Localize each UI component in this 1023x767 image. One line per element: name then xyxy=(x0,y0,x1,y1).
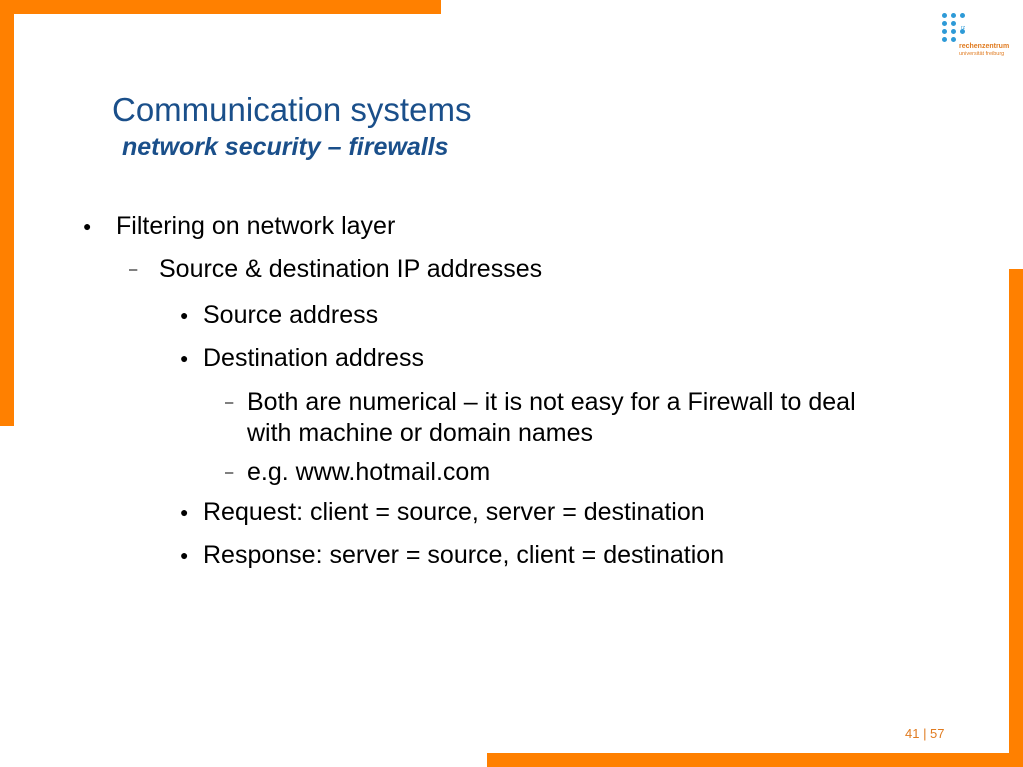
bullet-level3-response: Response: server = source, client = dest… xyxy=(203,541,725,569)
bullet-level3-destination: Destination address xyxy=(203,344,424,372)
logo-dot-icon xyxy=(942,37,947,42)
dash-marker-icon: – xyxy=(225,394,234,411)
bullet-dot-icon: ● xyxy=(180,547,189,563)
bullet-dot-icon: ● xyxy=(180,307,189,323)
logo-dot-icon xyxy=(951,37,956,42)
bullet-dot-icon: ● xyxy=(180,350,189,366)
logo-badge: rz xyxy=(961,25,966,31)
frame-bar-top xyxy=(0,0,441,14)
bullet-level2: Source & destination IP addresses xyxy=(159,255,543,283)
logo-dot-icon xyxy=(960,29,965,34)
slide-subtitle: network security – firewalls xyxy=(122,133,449,161)
logo-dot-icon xyxy=(960,13,965,18)
logo-dot-icon xyxy=(951,13,956,18)
bullet-level1: Filtering on network layer xyxy=(116,212,396,240)
slide-title: Communication systems xyxy=(112,91,472,128)
bullet-level4-numerical-cont: with machine or domain names xyxy=(247,419,593,447)
dash-marker-icon: – xyxy=(129,261,138,278)
frame-bar-right xyxy=(1009,269,1023,767)
logo-dot-icon xyxy=(951,29,956,34)
bullet-level4-example: e.g. www.hotmail.com xyxy=(247,458,491,486)
rechenzentrum-logo: rz rechenzentrum universität freiburg xyxy=(938,13,1018,63)
bullet-level3-request: Request: client = source, server = desti… xyxy=(203,498,705,526)
dash-marker-icon: – xyxy=(225,464,234,481)
bullet-dot-icon: ● xyxy=(83,218,92,234)
bullet-dot-icon: ● xyxy=(180,504,189,520)
logo-dot-icon xyxy=(942,21,947,26)
logo-dot-icon xyxy=(942,13,947,18)
frame-bar-bottom xyxy=(487,753,1023,767)
logo-university: universität freiburg xyxy=(959,51,1005,57)
logo-dot-icon xyxy=(951,21,956,26)
logo-name: rechenzentrum xyxy=(959,43,1010,50)
logo-dot-icon xyxy=(942,29,947,34)
frame-bar-left xyxy=(0,0,14,426)
bullet-level3-source: Source address xyxy=(203,301,379,329)
bullet-level4-numerical: Both are numerical – it is not easy for … xyxy=(247,388,856,416)
page-indicator: 41 | 57 xyxy=(905,726,945,741)
